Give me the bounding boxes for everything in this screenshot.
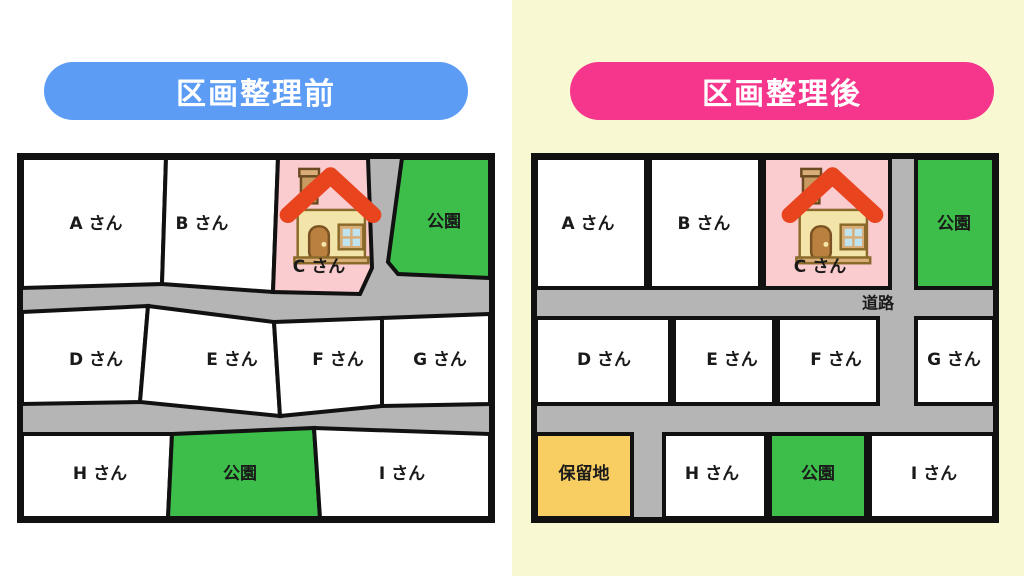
after-lot-b[interactable]	[648, 156, 762, 290]
before-label-a: A さん	[69, 214, 122, 234]
after-label-h: H さん	[685, 464, 739, 484]
after-lot-park-bottom[interactable]	[768, 432, 868, 520]
after-road-label-top: 道路	[862, 294, 895, 313]
before-label-h: H さん	[73, 464, 127, 484]
before-label-d: D さん	[69, 350, 123, 370]
after-label-e: E さん	[706, 350, 758, 370]
after-lot-f[interactable]	[776, 316, 880, 406]
before-label-i: I さん	[379, 464, 425, 484]
after-label-c: C さん	[794, 257, 846, 277]
before-label-e: E さん	[206, 350, 258, 370]
after-label-b: B さん	[678, 214, 731, 234]
panel-before: 区画整理前	[16, 62, 496, 524]
after-label-park-top: 公園	[937, 214, 971, 234]
after-label-a: A さん	[561, 214, 614, 234]
after-map-border	[531, 153, 999, 523]
after-label-f: F さん	[810, 350, 862, 370]
before-map-border	[17, 153, 495, 523]
before-title-pill: 区画整理前	[44, 62, 468, 120]
after-label-park-bottom: 公園	[801, 464, 835, 484]
house-icon	[279, 167, 382, 265]
after-lot-e[interactable]	[672, 316, 776, 406]
after-lot-i[interactable]	[868, 432, 996, 520]
house-icon	[781, 167, 884, 265]
after-lot-h[interactable]	[662, 432, 768, 520]
after-label-i: I さん	[911, 464, 957, 484]
after-lot-a[interactable]	[534, 156, 648, 290]
before-label-park-top: 公園	[427, 212, 461, 232]
before-label-park-bottom: 公園	[223, 464, 257, 484]
after-label-reserved: 保留地	[558, 463, 610, 484]
after-title-text: 区画整理後	[702, 77, 862, 112]
after-label-g: G さん	[927, 350, 981, 370]
map-after: A さん B さん C さん 公園 D さん E さん F さん G さん 保留…	[530, 152, 1000, 524]
before-label-c: C さん	[293, 257, 345, 277]
before-label-g: G さん	[413, 350, 467, 370]
map-before: A さん B さん C さん 公園 D さん E さん F さん G さん H …	[16, 152, 496, 524]
after-lot-park-top[interactable]	[914, 156, 996, 290]
after-label-d: D さん	[577, 350, 631, 370]
before-title-text: 区画整理前	[176, 77, 336, 112]
before-label-f: F さん	[312, 350, 364, 370]
panel-after: 区画整理後	[512, 0, 1024, 576]
after-title-pill: 区画整理後	[570, 62, 994, 120]
before-label-b: B さん	[176, 214, 229, 234]
after-lot-g[interactable]	[914, 316, 996, 406]
